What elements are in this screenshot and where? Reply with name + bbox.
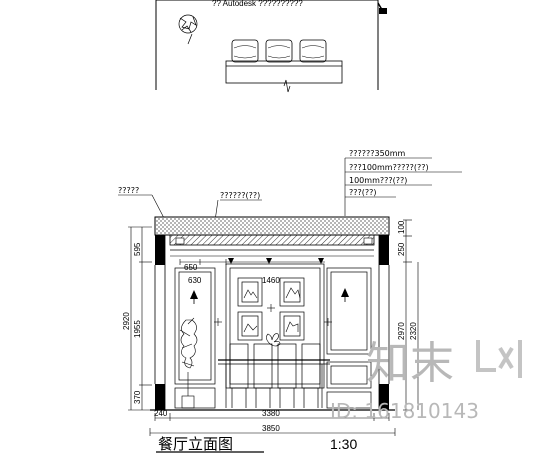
annotation-notes-right: ??????350mm ???100mm?????(??) 100mm???(?… xyxy=(344,149,462,216)
dim-left-inner: 1955 xyxy=(133,320,142,338)
dim-right-250: 250 xyxy=(397,242,406,256)
drawing-title-block: 餐厅立面图 1:30 xyxy=(156,435,357,453)
dimension-lines xyxy=(128,219,419,436)
dim-right-2320: 2320 xyxy=(409,322,418,340)
dimension-texts: 2920 1955 595 370 650 630 1460 240 3380 … xyxy=(122,220,418,433)
dim-top-650: 650 xyxy=(184,263,198,272)
elevation-frame xyxy=(150,216,395,411)
top-sofa xyxy=(225,39,343,84)
top-plant-icon xyxy=(178,14,198,45)
note-ceiling-2: ???100mm?????(??) xyxy=(349,163,429,172)
left-wall-panels xyxy=(174,267,216,409)
top-fragment: ?? Autodesk ?????????? xyxy=(155,0,387,93)
right-wall-panels xyxy=(326,267,372,409)
dining-table-and-chairs xyxy=(218,333,330,408)
drawing-scale: 1:30 xyxy=(330,436,357,452)
note-center-1: ??????(??) xyxy=(220,191,260,200)
watermark-logo-text: 知末 xyxy=(366,338,454,389)
watermark-id: ID: 161810143 xyxy=(330,399,479,423)
dim-bottom-3380: 3380 xyxy=(262,409,280,418)
note-ceiling-4: ???(??) xyxy=(349,188,376,197)
dim-bottom-3850: 3850 xyxy=(262,424,280,433)
drawing-title: 餐厅立面图 xyxy=(158,435,233,453)
dim-top-630: 630 xyxy=(188,276,202,285)
wall-sconce-left-icon xyxy=(190,290,198,304)
note-ceiling-3: 100mm???(??) xyxy=(349,176,407,185)
wall-sconce-right-icon xyxy=(341,288,349,302)
top-lamp-icon xyxy=(377,2,387,14)
dim-left-top: 595 xyxy=(133,242,142,256)
center-feature-wall xyxy=(225,263,325,389)
dim-bottom-240: 240 xyxy=(154,409,168,418)
top-fragment-header: ?? Autodesk ?????????? xyxy=(212,0,303,8)
dim-left-outer: 2920 xyxy=(122,312,131,330)
dim-right-100: 100 xyxy=(397,220,406,234)
watermark-logo-icon xyxy=(476,340,522,378)
note-ceiling-1: ??????350mm xyxy=(349,149,406,158)
dim-left-bottom: 370 xyxy=(133,390,142,404)
watermark: 知末 ID: 161810143 xyxy=(330,338,522,423)
dim-top-1460: 1460 xyxy=(262,276,280,285)
potted-plant-icon xyxy=(179,317,198,409)
ceiling-downlights xyxy=(228,258,324,264)
dim-right-2970: 2970 xyxy=(397,322,406,340)
note-left-1: ????? xyxy=(118,186,139,195)
reference-crosses xyxy=(214,304,332,326)
